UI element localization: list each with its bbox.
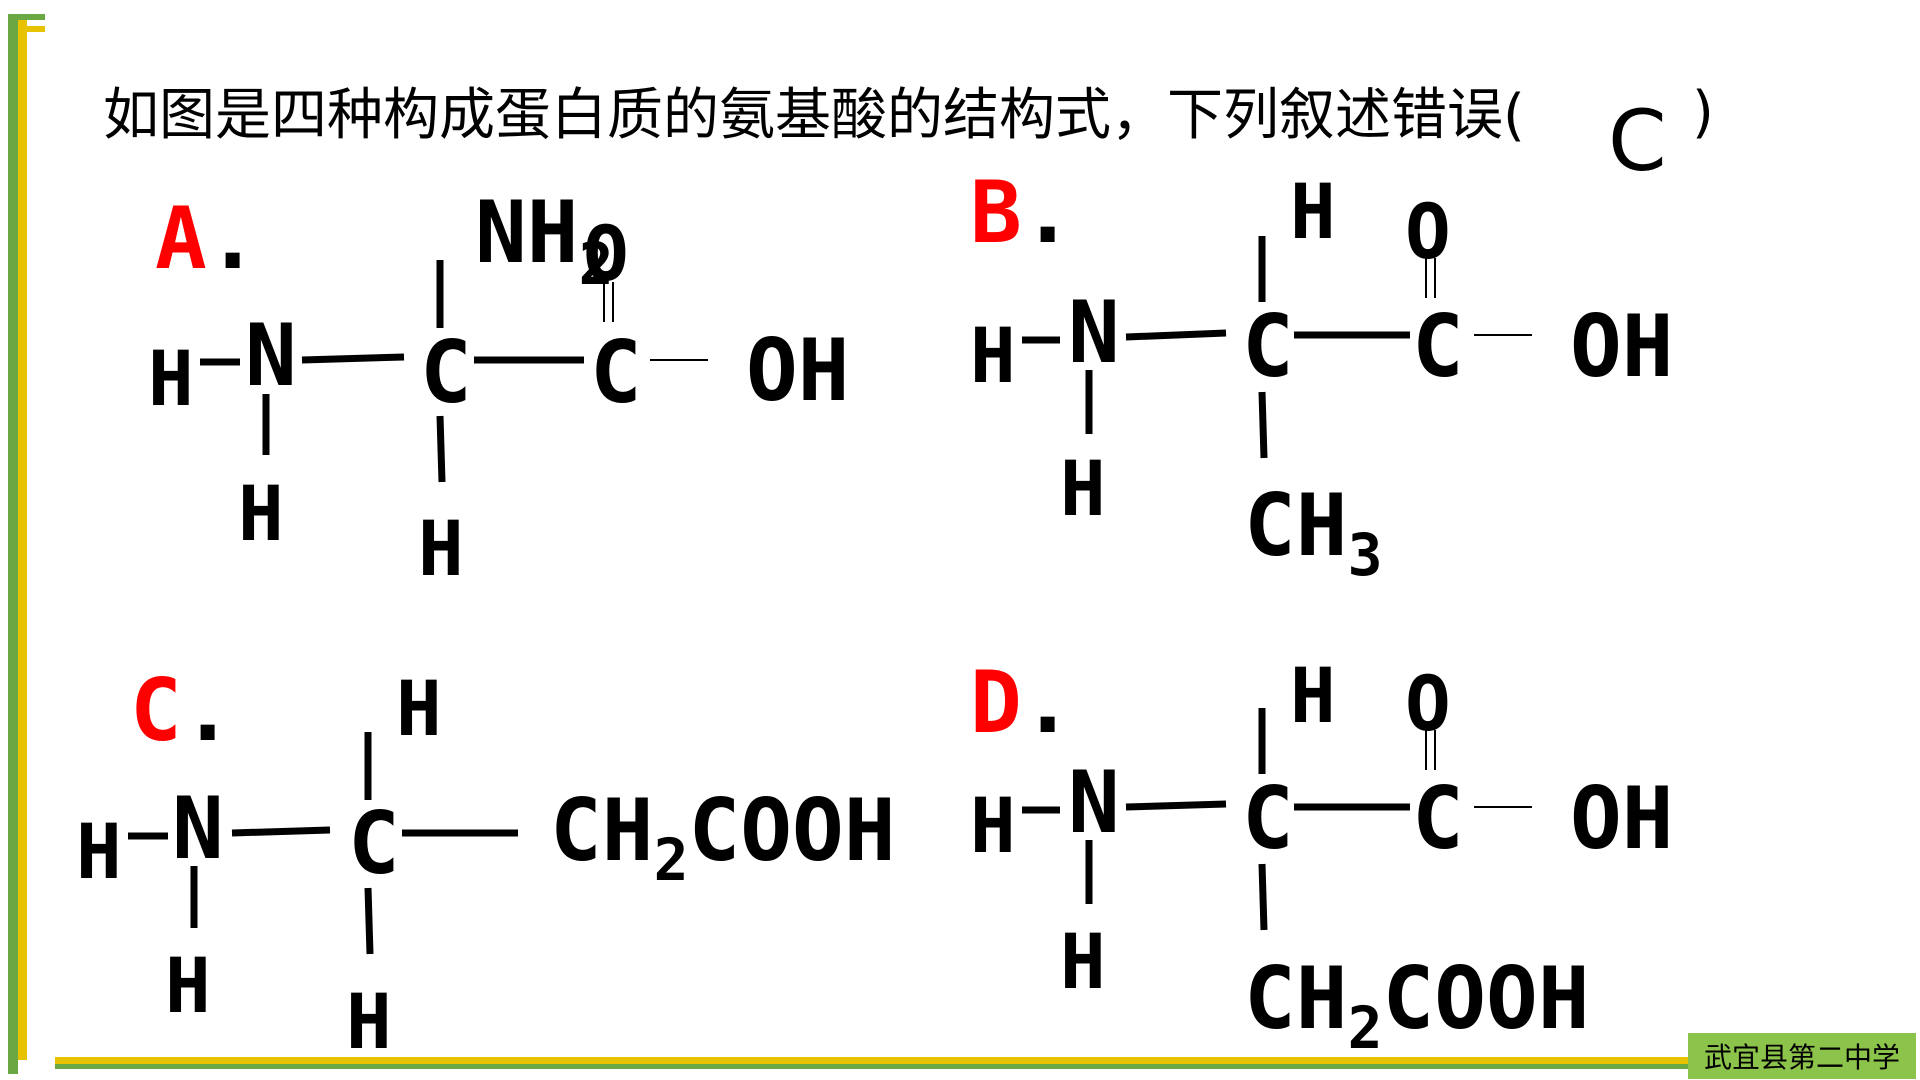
a-oh: OH [746, 321, 850, 421]
a-o-top: O [583, 209, 629, 298]
b-h-below-n: H [1060, 444, 1106, 533]
c-bond-n-c1 [231, 826, 331, 837]
option-a-dot: . [206, 189, 259, 289]
school-badge: 武宜县第二中学 [1688, 1033, 1916, 1079]
b-bond-n-c1 [1125, 329, 1227, 341]
b-o-top: O [1405, 187, 1451, 276]
d-bond-c1-r [1258, 863, 1268, 931]
d-r-ch: CH [1244, 949, 1348, 1049]
a-c1: C [420, 323, 472, 423]
frame-left-gold [18, 20, 27, 1060]
d-h-below-n: H [1060, 917, 1106, 1006]
a-bond-c1-h [436, 415, 446, 483]
b-ch: CH [1244, 476, 1348, 576]
b-h-left: H [970, 311, 1016, 400]
c-r-cooh: COOH [688, 781, 895, 881]
d-r-subscript: 2 [1348, 994, 1383, 1062]
frame-bottom-gold [55, 1057, 1688, 1064]
a-h-below-c1: H [418, 504, 464, 593]
option-c-label: C [130, 661, 182, 761]
c-h-top-c1: H [396, 664, 442, 753]
c-h-below-c1: H [346, 977, 392, 1066]
structure-c: H N H C H H CH2COOH [76, 664, 896, 1066]
option-a-label-group: A. [155, 196, 259, 282]
option-b-dot: . [1021, 163, 1074, 263]
b-ch3-subscript: 3 [1348, 521, 1383, 589]
d-r-group: CH2COOH [1244, 949, 1590, 1062]
a-n: N [245, 306, 297, 406]
option-b-label-group: B. [970, 170, 1074, 256]
question-close-paren: ) [1692, 80, 1714, 145]
frame-top-green [18, 14, 45, 20]
a-c2: C [590, 323, 642, 423]
d-c2: C [1412, 769, 1464, 869]
option-d-label: D [970, 653, 1022, 753]
c-r-group: CH2COOH [550, 781, 896, 894]
b-c2: C [1412, 297, 1464, 397]
a-h-below-n: H [238, 469, 284, 558]
d-o-top: O [1405, 659, 1451, 748]
frame-top-gold [27, 26, 45, 32]
d-h-top-c1: H [1290, 651, 1336, 740]
question-body: 如图是四种构成蛋白质的氨基酸的结构式，下列叙述错误 [103, 83, 1503, 148]
d-r-cooh: COOH [1382, 949, 1589, 1049]
option-c-label-group: C. [130, 668, 234, 754]
b-ch3: CH3 [1244, 476, 1382, 589]
option-c-dot: . [181, 661, 234, 761]
d-oh: OH [1570, 769, 1674, 869]
c-bond-c1-h-below [364, 887, 374, 955]
d-h-left: H [970, 781, 1016, 870]
c-h-below-n: H [165, 941, 211, 1030]
option-a-label: A [155, 189, 207, 289]
b-bond-c1-ch3 [1258, 391, 1268, 459]
question-text: 如图是四种构成蛋白质的氨基酸的结构式，下列叙述错误( [103, 70, 1525, 151]
d-c1: C [1242, 769, 1294, 869]
b-n: N [1068, 283, 1120, 383]
d-bond-n-c1 [1125, 800, 1227, 811]
c-r-subscript: 2 [654, 826, 689, 894]
answer-letter: C [1608, 92, 1667, 190]
d-n: N [1068, 753, 1120, 853]
frame-left-green [8, 14, 18, 1074]
a-nh: NH [475, 183, 579, 283]
structure-b: H N H C H CH3 C O OH [970, 167, 1674, 589]
structure-a: H N H C NH2 H C O OH [148, 183, 850, 593]
frame-bottom-green [55, 1064, 1688, 1069]
a-nh2: NH2 [475, 183, 613, 298]
c-c1: C [348, 794, 400, 894]
option-d-label-group: D. [970, 660, 1074, 746]
a-nh2-subscript: 2 [579, 230, 614, 298]
a-bond-n-c1 [301, 353, 405, 364]
c-n: N [172, 779, 224, 879]
c-h-left: H [76, 807, 122, 896]
b-oh: OH [1570, 297, 1674, 397]
a-h-left: H [148, 334, 194, 423]
question-open-paren: ( [1503, 83, 1525, 148]
option-b-label: B [970, 163, 1022, 263]
structure-d: H N H C H CH2COOH C O OH [970, 651, 1674, 1062]
c-r-ch: CH [550, 781, 654, 881]
option-d-dot: . [1021, 653, 1074, 753]
b-h-top-c1: H [1290, 167, 1336, 256]
b-c1: C [1242, 297, 1294, 397]
